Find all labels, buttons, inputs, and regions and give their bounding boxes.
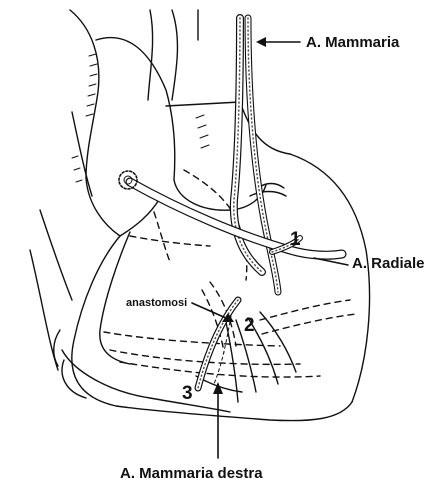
label-a-mammaria: A. Mammaria [306, 35, 399, 50]
mammaria-arrowhead [256, 37, 266, 47]
label-a-mammaria-destra: A. Mammaria destra [120, 466, 263, 481]
label-anastomosi: anastomosi [126, 298, 187, 309]
marker-1: 1 [290, 230, 301, 249]
hatch-shading [72, 54, 209, 182]
stippled-grafts [130, 18, 342, 388]
label-a-radiale: A. Radiale [352, 256, 425, 271]
marker-3: 3 [182, 384, 193, 403]
marker-2: 2 [244, 316, 255, 335]
aorta-outline [70, 10, 290, 236]
